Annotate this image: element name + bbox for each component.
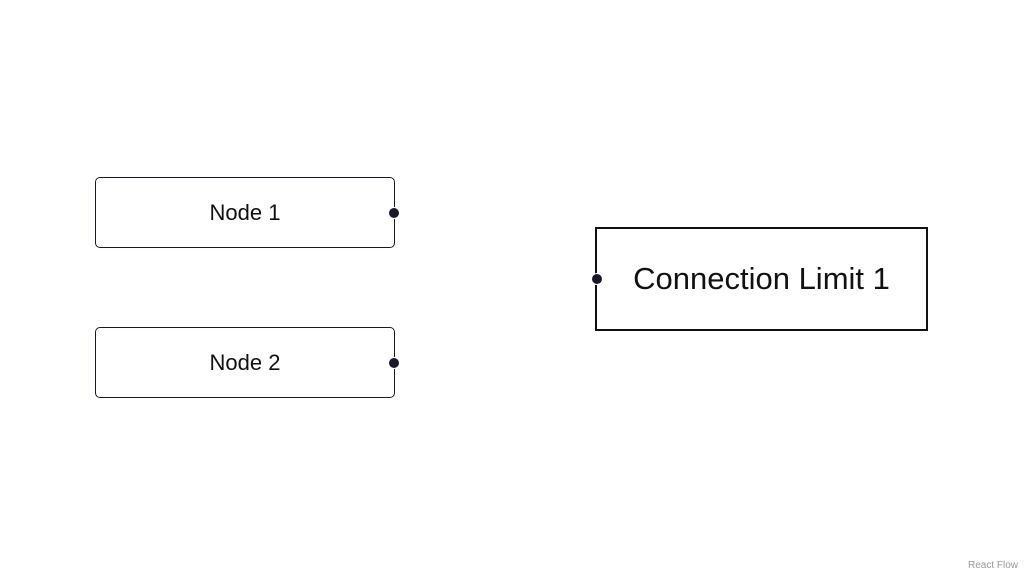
node-2-source-handle[interactable] — [388, 356, 400, 369]
connection-limit-node[interactable]: Connection Limit 1 — [591, 227, 928, 331]
node-1-source-handle[interactable] — [388, 206, 400, 219]
node-2-label: Node 2 — [209, 349, 281, 375]
react-flow-attribution[interactable]: React Flow — [964, 558, 1021, 573]
node-1[interactable]: Node 1 — [95, 177, 400, 248]
connection-limit-target-handle[interactable] — [591, 273, 603, 285]
node-1-label: Node 1 — [209, 199, 281, 225]
node-2[interactable]: Node 2 — [95, 327, 400, 398]
connection-limit-label: Connection Limit 1 — [633, 261, 890, 296]
